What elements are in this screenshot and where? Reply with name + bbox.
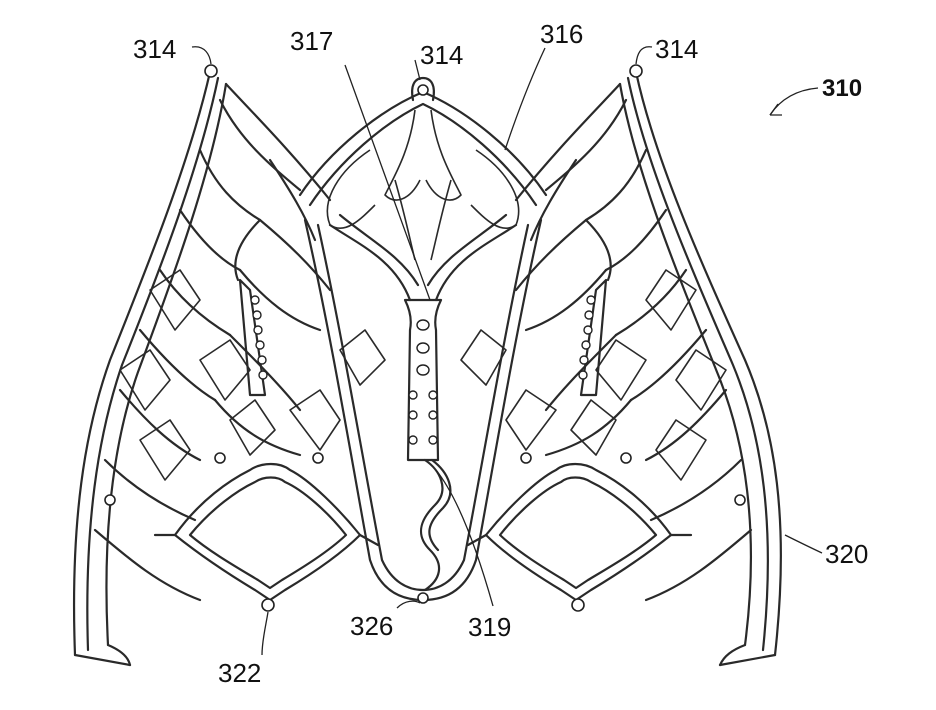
label-316: 316 [540,19,583,49]
right-wing-frame [460,64,782,667]
reference-labels: 310 314 314 314 316 317 319 320 322 326 [133,19,868,688]
left-anchor-loop [153,462,380,612]
label-314-left: 314 [133,34,176,64]
label-322: 322 [218,658,261,688]
right-anchor-loop [466,462,693,612]
label-314-center: 314 [420,40,463,70]
label-314-right: 314 [655,34,698,64]
label-317: 317 [290,26,333,56]
label-320: 320 [825,539,868,569]
label-326: 326 [350,611,393,641]
label-319: 319 [468,612,511,642]
leader-lines [191,46,823,656]
label-310: 310 [822,75,862,102]
left-wing-frame [72,64,386,667]
central-y-frame [298,76,548,604]
